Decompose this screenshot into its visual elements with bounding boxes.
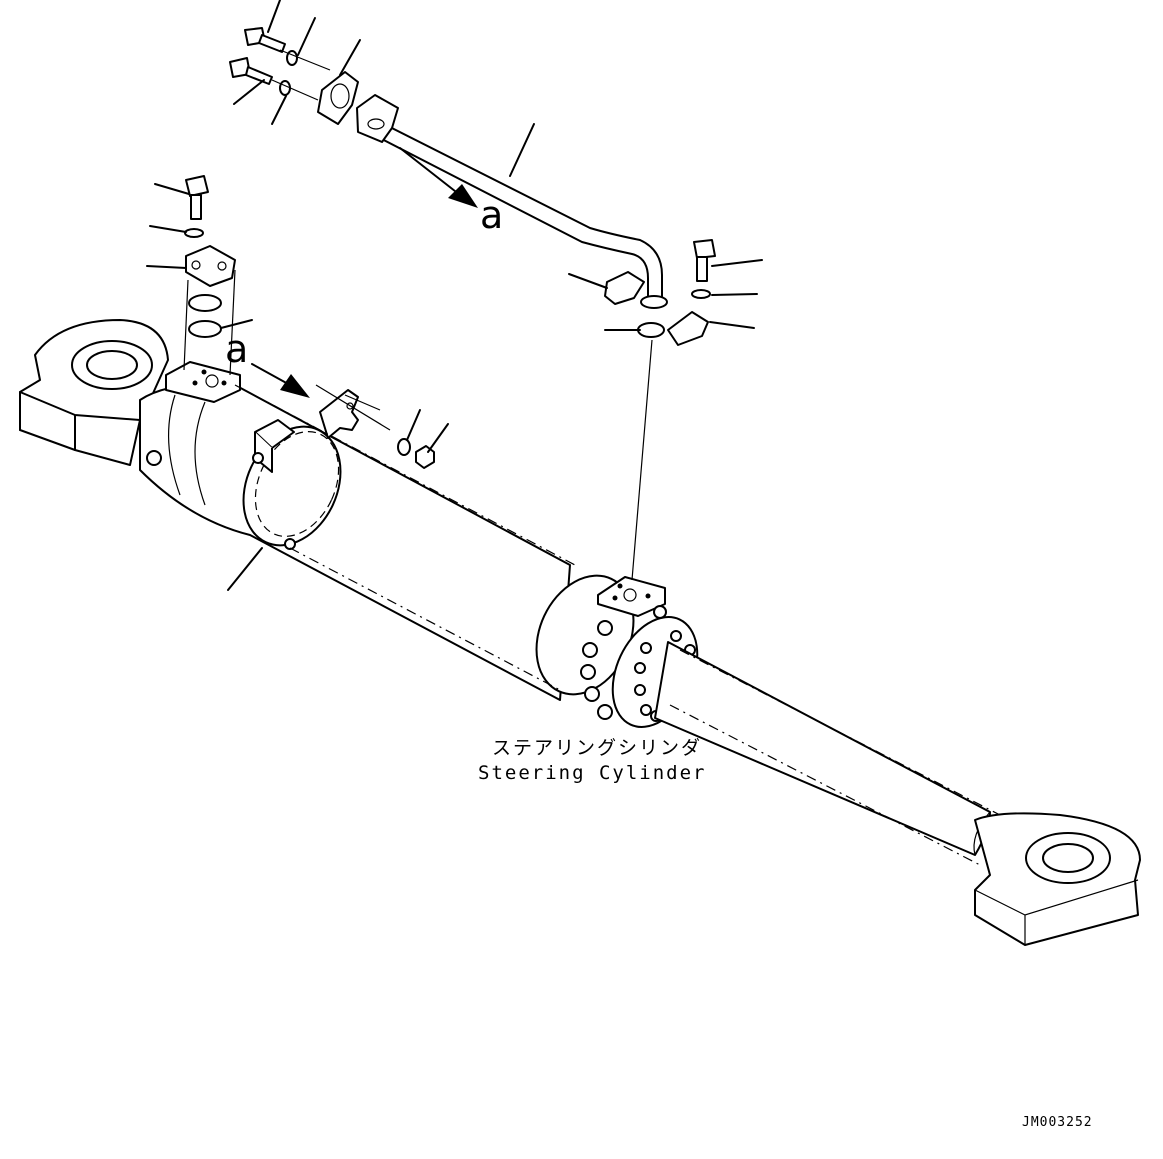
bolt-top-2 bbox=[229, 57, 273, 85]
steering-cylinder bbox=[19, 319, 1141, 946]
bolt-left bbox=[185, 175, 209, 220]
split-flange-left bbox=[185, 245, 236, 287]
split-flange-right-b bbox=[667, 311, 709, 346]
split-flange-top-left bbox=[317, 71, 359, 125]
piston-rod bbox=[654, 641, 991, 856]
rod-eye-bore-inner bbox=[1042, 843, 1094, 873]
arrow-a-left bbox=[251, 363, 310, 398]
cylinder-barrel bbox=[139, 383, 571, 701]
caption-japanese: ステアリングシリンダ bbox=[492, 737, 702, 759]
drawing-code: JM003252 bbox=[1022, 1115, 1093, 1130]
guard-cover bbox=[242, 419, 342, 550]
bolt-top-1 bbox=[244, 27, 286, 53]
bottom-port-block bbox=[165, 361, 241, 403]
callout-letter-top: a bbox=[480, 193, 503, 237]
washer-right bbox=[691, 289, 711, 299]
o-ring-right bbox=[637, 322, 665, 338]
guard-bracket bbox=[319, 389, 359, 439]
centre-lines bbox=[234, 384, 1001, 866]
steering-tube bbox=[356, 94, 668, 309]
washer-top-2 bbox=[279, 80, 291, 96]
clevis-bore-inner bbox=[86, 350, 138, 380]
barrel-grease-fitting bbox=[146, 450, 162, 466]
tube-end-flange bbox=[640, 295, 668, 309]
o-ring-left bbox=[188, 294, 222, 312]
callout-letter-left: a bbox=[225, 327, 248, 371]
assembly-lines bbox=[183, 49, 653, 581]
arrow-a-top bbox=[399, 147, 478, 208]
washer-top-1 bbox=[286, 50, 298, 66]
nut-guard bbox=[415, 445, 435, 469]
split-flange-right-a bbox=[604, 271, 645, 305]
seal-left bbox=[188, 320, 222, 338]
leader-lines bbox=[146, 0, 763, 591]
bolt-right bbox=[693, 239, 716, 282]
caption-english: Steering Cylinder bbox=[478, 762, 706, 784]
washer-guard bbox=[397, 438, 411, 456]
washer-left bbox=[184, 228, 204, 238]
